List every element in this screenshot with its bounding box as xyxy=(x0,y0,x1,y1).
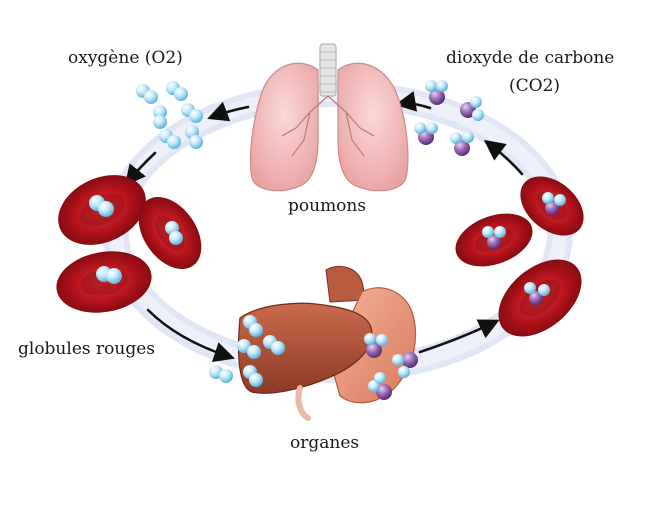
oxygen-molecule-icon xyxy=(209,365,233,383)
oxygen-molecule-icon xyxy=(136,84,158,104)
carbon-dioxide-formula-label: (CO2) xyxy=(509,76,560,96)
carbon-dioxide-label: dioxyde de carbone xyxy=(446,48,614,68)
lungs-label: poumons xyxy=(288,196,366,216)
oxygen-molecule-icon xyxy=(166,81,188,101)
organs-label: organes xyxy=(290,433,359,453)
oxygen-label: oxygène (O2) xyxy=(68,48,183,68)
oxygen-molecule-icon xyxy=(153,105,167,129)
carbon-dioxide-molecule-icon xyxy=(414,122,438,145)
red-blood-cells-label: globules rouges xyxy=(18,339,155,359)
carbon-dioxide-molecule-icon xyxy=(450,131,474,156)
lungs-icon xyxy=(250,44,407,191)
